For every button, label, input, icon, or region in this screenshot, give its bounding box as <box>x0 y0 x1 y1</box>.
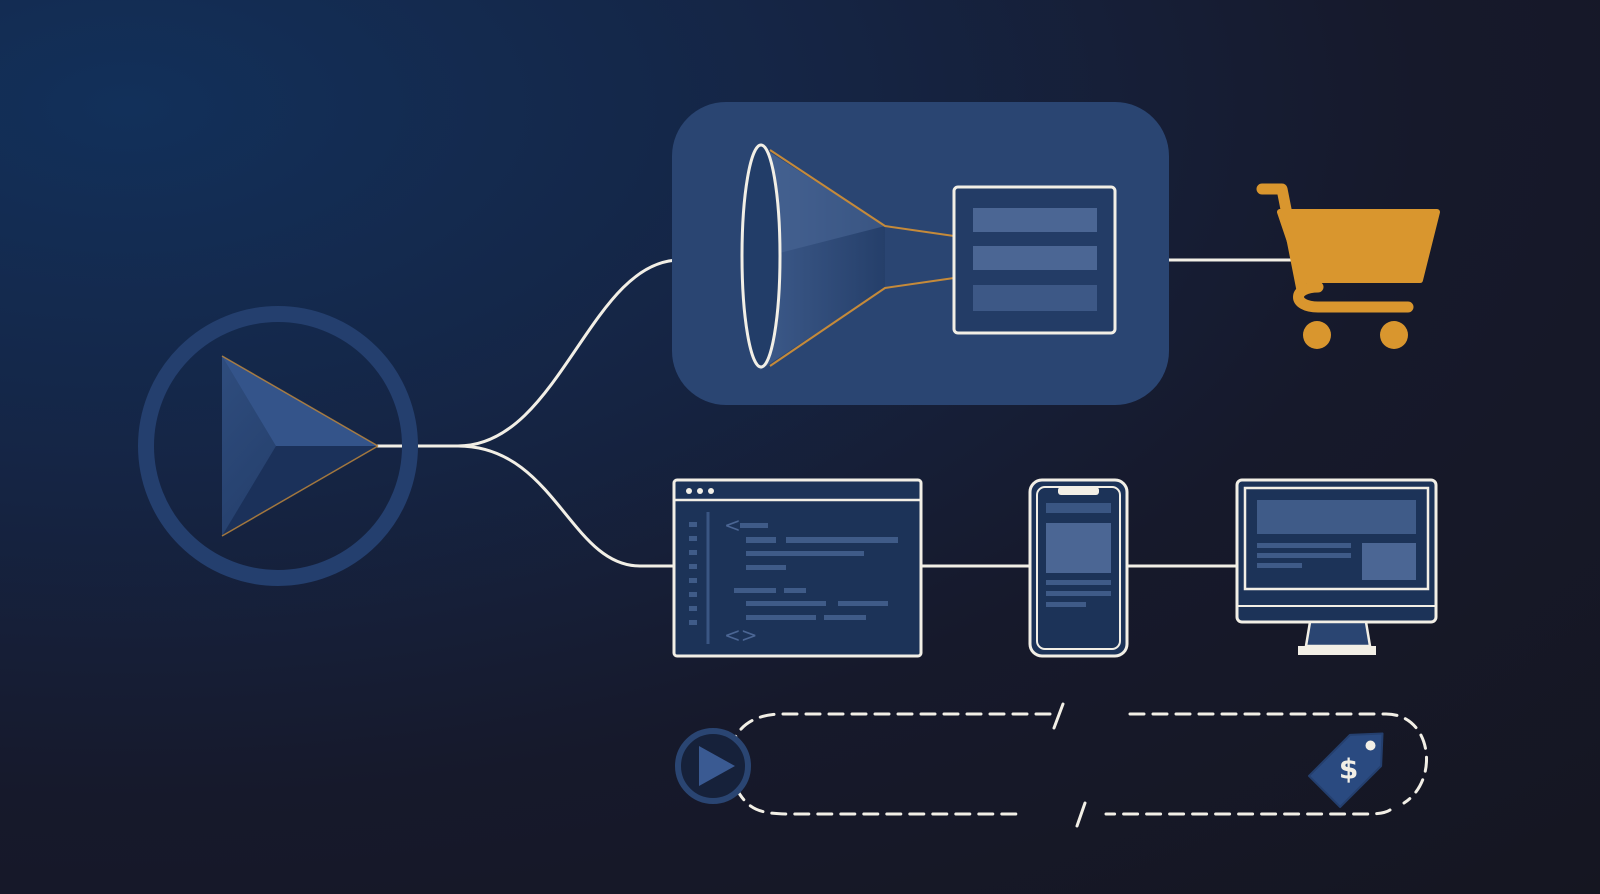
loop-bottom-right <box>1104 808 1392 816</box>
list-row-1 <box>973 208 1097 232</box>
shopping-cart-icon <box>1256 183 1440 349</box>
list-panel-icon <box>952 185 1117 335</box>
small-play-icon <box>675 728 751 804</box>
loop-top-right <box>1128 712 1428 805</box>
list-row-3 <box>973 285 1097 311</box>
loop-top-left <box>729 712 1052 764</box>
loop-bottom-left <box>734 786 1020 816</box>
list-row-2 <box>973 246 1097 270</box>
price-tag-symbol: $ <box>1339 752 1358 785</box>
price-tag-icon: $ <box>1307 732 1384 809</box>
svg-text:<: < <box>724 513 741 537</box>
loop-break-mark-top <box>1052 702 1065 730</box>
smartphone-icon <box>1028 478 1129 658</box>
desktop-monitor-icon <box>1235 478 1438 655</box>
loop-break-mark-bottom <box>1075 801 1087 828</box>
connector-to-funnel <box>456 258 744 448</box>
dashed-loop-path <box>729 712 1428 816</box>
connector-to-code-window <box>456 444 676 568</box>
connector-lines <box>376 258 1302 568</box>
code-window-icon: < <> <box>672 478 923 658</box>
svg-text:<>: <> <box>724 623 758 647</box>
play-button-icon <box>138 306 418 586</box>
funnel-icon <box>740 143 955 370</box>
